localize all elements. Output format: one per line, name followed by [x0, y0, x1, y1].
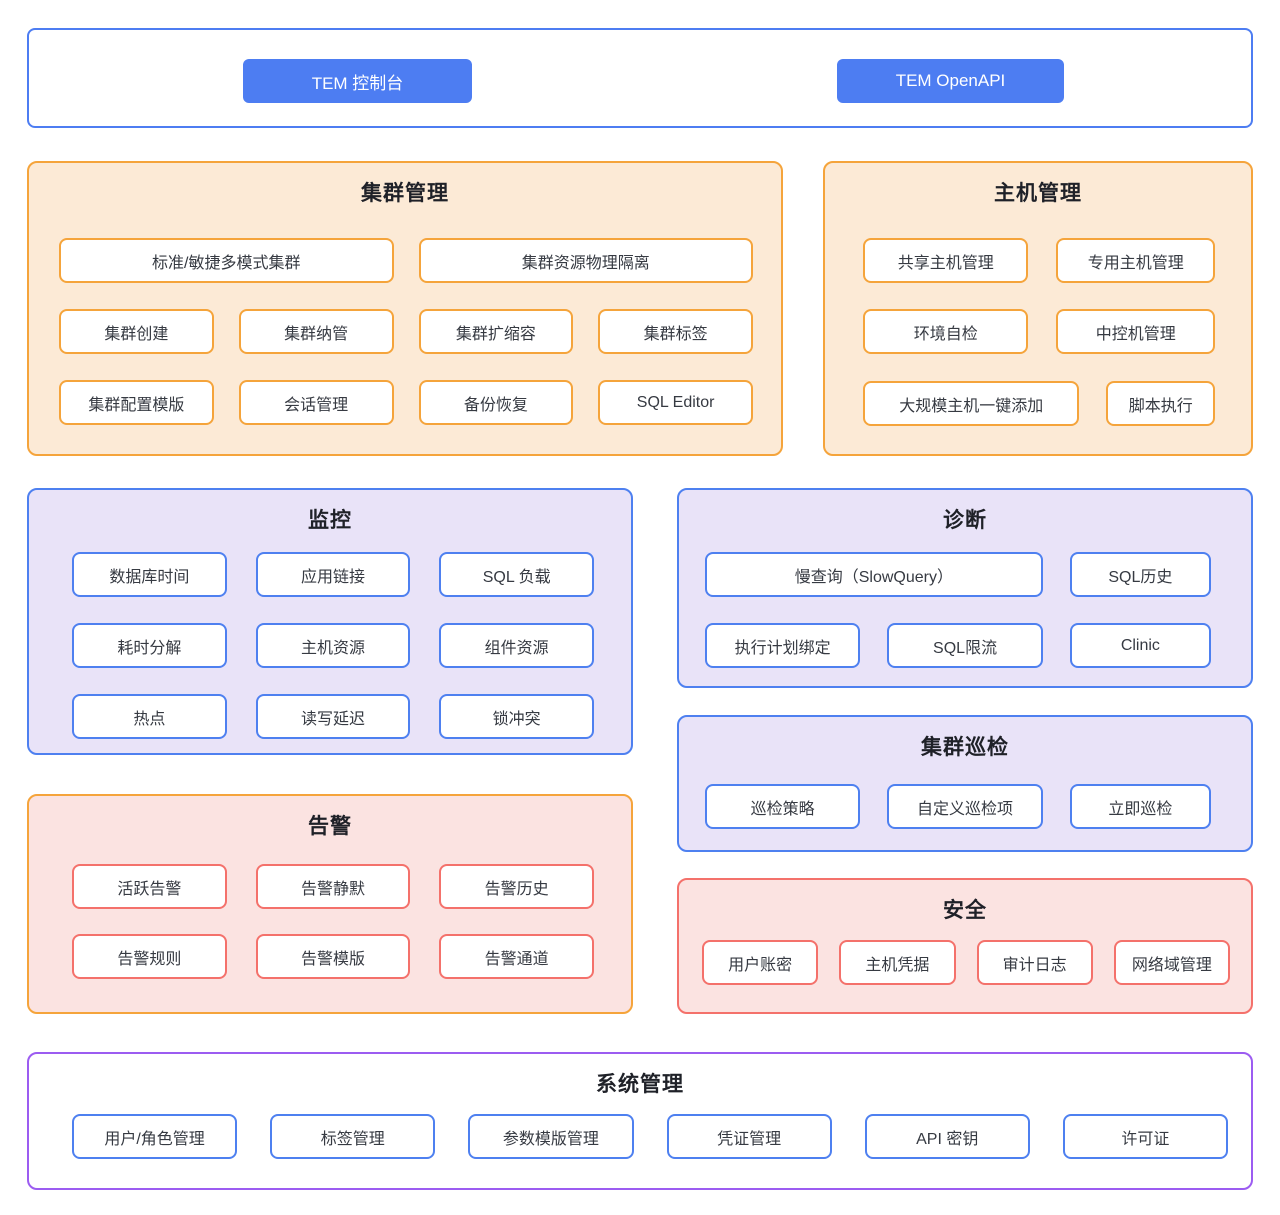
- feature-item: 告警通道: [439, 934, 594, 979]
- feature-item: 标签管理: [270, 1114, 436, 1159]
- feature-item: 环境自检: [863, 309, 1029, 354]
- section-cluster-inspection: 集群巡检 巡检策略 自定义巡检项 立即巡检: [677, 715, 1253, 852]
- section-diagnosis: 诊断 慢查询（SlowQuery） SQL历史 执行计划绑定 SQL限流 Cli…: [677, 488, 1253, 688]
- monitoring-items-grid: 数据库时间 应用链接 SQL 负载 耗时分解 主机资源 组件资源 热点 读写延迟…: [72, 552, 594, 739]
- section-security: 安全 用户账密 主机凭据 审计日志 网络域管理: [677, 878, 1253, 1014]
- section-title: 集群巡检: [921, 736, 1009, 759]
- feature-item: 告警规则: [72, 934, 227, 979]
- section-title: 诊断: [943, 509, 987, 532]
- feature-item: 锁冲突: [439, 694, 594, 739]
- section-host-management: 主机管理 共享主机管理 专用主机管理 环境自检 中控机管理 大规模主机一键添加 …: [823, 161, 1253, 456]
- feature-item: 备份恢复: [418, 380, 574, 425]
- feature-item: 自定义巡检项: [887, 784, 1043, 829]
- feature-item: 中控机管理: [1056, 309, 1215, 354]
- feature-item: 读写延迟: [255, 694, 411, 739]
- section-title: 系统管理: [596, 1073, 684, 1096]
- alert-items-grid: 活跃告警 告警静默 告警历史 告警规则 告警模版 告警通道: [72, 864, 594, 979]
- feature-item: 耗时分解: [72, 623, 227, 668]
- section-monitoring: 监控 数据库时间 应用链接 SQL 负载 耗时分解 主机资源 组件资源 热点 读…: [27, 488, 633, 755]
- section-title: 告警: [308, 815, 352, 838]
- inspection-items-grid: 巡检策略 自定义巡检项 立即巡检: [705, 784, 1211, 829]
- feature-item: 告警模版: [255, 934, 411, 979]
- feature-item: 集群纳管: [238, 309, 394, 354]
- feature-item: 审计日志: [976, 940, 1093, 985]
- feature-item: 用户/角色管理: [72, 1114, 238, 1159]
- feature-item: SQL历史: [1069, 552, 1211, 597]
- section-system-management: 系统管理 用户/角色管理 标签管理 参数模版管理 凭证管理 API 密钥 许可证: [27, 1052, 1253, 1190]
- section-title: 集群管理: [361, 182, 449, 205]
- section-title: 安全: [943, 899, 987, 922]
- feature-item: 网络域管理: [1113, 940, 1230, 985]
- feature-item: 应用链接: [255, 552, 411, 597]
- diagnosis-items-grid: 慢查询（SlowQuery） SQL历史 执行计划绑定 SQL限流 Clinic: [705, 552, 1211, 668]
- cluster-items-grid: 标准/敏捷多模式集群 集群资源物理隔离 集群创建 集群纳管 集群扩缩容 集群标签…: [59, 238, 753, 425]
- section-alerting: 告警 活跃告警 告警静默 告警历史 告警规则 告警模版 告警通道: [27, 794, 633, 1014]
- feature-item: 集群标签: [598, 309, 753, 354]
- feature-item: 告警历史: [439, 864, 594, 909]
- feature-item: 集群扩缩容: [418, 309, 574, 354]
- feature-item: SQL 负载: [439, 552, 594, 597]
- feature-item: 数据库时间: [72, 552, 227, 597]
- feature-item: SQL限流: [887, 623, 1043, 668]
- security-items-grid: 用户账密 主机凭据 审计日志 网络域管理: [702, 940, 1230, 985]
- feature-item: 热点: [72, 694, 227, 739]
- feature-item: 共享主机管理: [863, 238, 1029, 283]
- feature-item: 立即巡检: [1069, 784, 1211, 829]
- feature-item: 慢查询（SlowQuery）: [705, 552, 1043, 597]
- host-items-grid: 共享主机管理 专用主机管理 环境自检 中控机管理: [863, 238, 1215, 354]
- system-items-grid: 用户/角色管理 标签管理 参数模版管理 凭证管理 API 密钥 许可证: [72, 1114, 1228, 1159]
- feature-item: 参数模版管理: [468, 1114, 634, 1159]
- feature-item: 活跃告警: [72, 864, 227, 909]
- feature-item: 巡检策略: [705, 784, 861, 829]
- feature-item: 主机凭据: [839, 940, 956, 985]
- feature-item: 用户账密: [702, 940, 819, 985]
- tem-openapi-button: TEM OpenAPI: [837, 59, 1064, 103]
- feature-item: 组件资源: [439, 623, 594, 668]
- feature-item: 集群配置模版: [59, 380, 214, 425]
- feature-item: SQL Editor: [598, 380, 753, 425]
- section-title: 监控: [308, 509, 352, 532]
- feature-item: API 密钥: [864, 1114, 1030, 1159]
- feature-item: 告警静默: [255, 864, 411, 909]
- feature-item: 脚本执行: [1106, 381, 1215, 426]
- feature-item: 大规模主机一键添加: [863, 381, 1080, 426]
- feature-item: 集群资源物理隔离: [418, 238, 753, 283]
- tem-entry-panel: TEM 控制台 TEM OpenAPI: [27, 28, 1253, 128]
- host-items-grid-row3: 大规模主机一键添加 脚本执行: [863, 381, 1215, 426]
- section-title: 主机管理: [994, 182, 1082, 205]
- feature-item: 标准/敏捷多模式集群: [59, 238, 394, 283]
- feature-item: 执行计划绑定: [705, 623, 861, 668]
- feature-item: 凭证管理: [666, 1114, 832, 1159]
- feature-item: Clinic: [1069, 623, 1211, 668]
- tem-console-button: TEM 控制台: [243, 59, 472, 103]
- feature-item: 专用主机管理: [1056, 238, 1215, 283]
- feature-item: 集群创建: [59, 309, 214, 354]
- feature-item: 主机资源: [255, 623, 411, 668]
- feature-item: 许可证: [1062, 1114, 1228, 1159]
- feature-item: 会话管理: [238, 380, 394, 425]
- section-cluster-management: 集群管理 标准/敏捷多模式集群 集群资源物理隔离 集群创建 集群纳管 集群扩缩容…: [27, 161, 783, 456]
